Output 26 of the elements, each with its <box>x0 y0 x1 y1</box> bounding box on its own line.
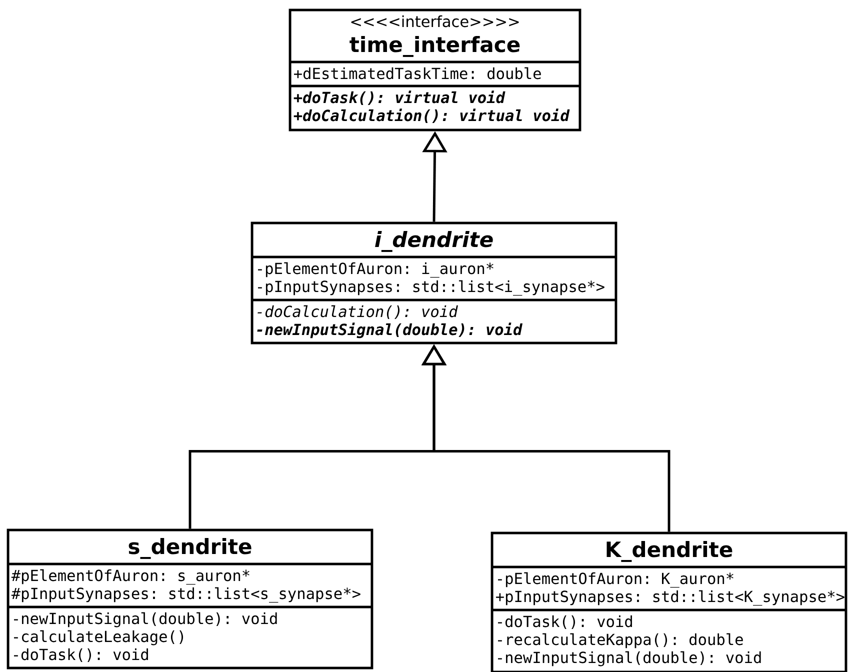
attribute-text: #pElementOfAuron: s_auron* <box>11 569 250 585</box>
method-text: -newInputSignal(double): void <box>257 322 523 338</box>
class-box <box>6 528 374 670</box>
class-box <box>250 222 618 344</box>
method-text: -calculateLeakage() <box>14 630 184 646</box>
class-box <box>288 8 582 132</box>
attribute-text: #pInputSynapses: std::list<s_synapse*> <box>11 587 360 603</box>
class-name: s_dendrite <box>128 538 252 559</box>
class-name: i_dendrite <box>375 230 493 252</box>
method-text: +doCalculation(): virtual void <box>294 108 570 123</box>
attribute-text: -pElementOfAuron: i_auron* <box>258 262 494 278</box>
method-text: -recalculateKappa(): double <box>498 633 743 648</box>
method-text: -newInputSignal(double): void <box>498 651 761 666</box>
attribute-text: +pInputSynapses: std::list<K_synapse*> <box>496 590 844 606</box>
class-name: time_interface <box>350 36 520 57</box>
method-text: +doTask(): virtual void <box>294 90 506 105</box>
attribute-text: -pInputSynapses: std::list<i_synapse*> <box>258 280 604 296</box>
attribute-text: -pElementOfAuron: K_auron* <box>498 572 734 588</box>
method-text: -doCalculation(): void <box>258 305 458 319</box>
method-text: -newInputSignal(double): void <box>14 612 277 628</box>
method-text: -doTask(): void <box>14 648 148 662</box>
class-name: K_dendrite <box>606 540 732 562</box>
attribute-text: +dEstimatedTaskTime: double <box>294 67 541 80</box>
stereotype-label: <<<<interface>>>> <box>351 15 519 28</box>
method-text: -doTask(): void <box>498 615 632 629</box>
class-box <box>490 532 848 672</box>
